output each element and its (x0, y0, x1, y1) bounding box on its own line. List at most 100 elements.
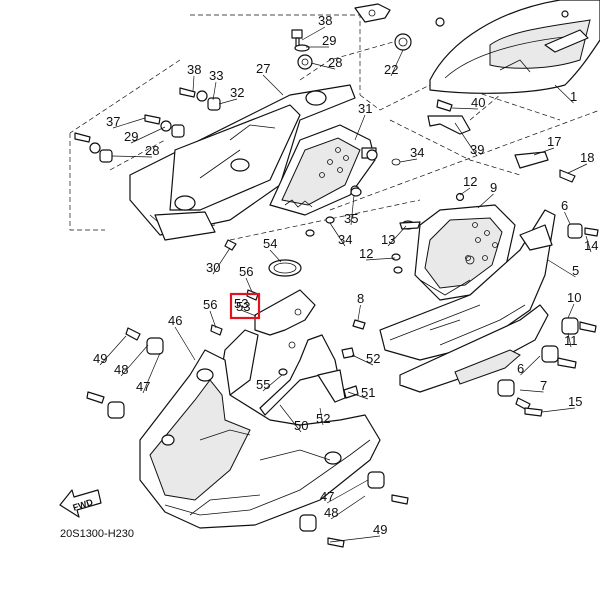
callout-50: 50 (294, 418, 308, 433)
callout-28: 28 (328, 55, 342, 70)
callout-49: 49 (373, 522, 387, 537)
callout-10: 10 (567, 290, 581, 305)
leader-line-38 (301, 26, 326, 41)
callout-37: 37 (106, 114, 120, 129)
leader-line-32 (218, 98, 238, 105)
callout-48: 48 (114, 362, 128, 377)
leader-line-50 (279, 404, 302, 433)
callout-47: 47 (320, 489, 334, 504)
leader-line-40 (451, 107, 479, 110)
callout-14: 14 (584, 238, 598, 253)
leader-line-56 (209, 310, 217, 329)
leader-line-30 (212, 247, 231, 275)
leader-line-9 (477, 193, 494, 209)
leader-line-47 (142, 352, 161, 394)
callout-53: 53 (234, 296, 248, 311)
callout-7: 7 (540, 378, 547, 393)
callout-22: 22 (384, 62, 398, 77)
leader-line-27 (262, 74, 284, 96)
callout-38: 38 (187, 62, 201, 77)
leader-line-34 (399, 158, 418, 163)
leader-line-6 (520, 355, 541, 376)
leader-line-13 (387, 225, 407, 247)
leader-line-8 (357, 304, 361, 321)
leader-line-15 (541, 407, 576, 413)
leader-line-7 (519, 389, 544, 393)
callout-39: 39 (470, 142, 484, 157)
leader-line-52 (351, 354, 374, 366)
callout-56: 56 (239, 264, 253, 279)
callout-27: 27 (256, 61, 270, 76)
leader-line-39 (454, 122, 478, 157)
leader-line-28 (310, 62, 336, 70)
side-cover-bracket (129, 84, 356, 241)
side-cowl-5 (379, 209, 556, 393)
callout-highlighted: 53 (236, 299, 250, 314)
leader-line-10 (567, 303, 575, 319)
leader-line-12 (459, 187, 471, 196)
callout-52: 52 (316, 411, 330, 426)
leader-line-52 (319, 407, 324, 426)
callout-55: 55 (256, 377, 270, 392)
leader-line-5 (547, 259, 576, 278)
leader-line-56 (245, 277, 253, 293)
callout-5: 5 (572, 263, 579, 278)
leader-line-1 (554, 84, 574, 104)
callout-29: 29 (322, 33, 336, 48)
leader-line-55 (262, 374, 283, 392)
leader-line-34 (329, 222, 346, 247)
callout-56: 56 (203, 297, 217, 312)
diagram-code: 20S1300-H230 (60, 528, 134, 540)
leader-line-6 (564, 211, 571, 225)
leader-line-49 (99, 335, 127, 366)
highlight-box (229, 292, 261, 320)
callout-52: 52 (366, 351, 380, 366)
callout-29: 29 (124, 129, 138, 144)
callout-6: 6 (561, 198, 568, 213)
callout-47: 47 (136, 379, 150, 394)
leader-line-28 (111, 155, 153, 158)
callout-35: 35 (344, 211, 358, 226)
callout-33: 33 (209, 68, 223, 83)
leader-line-35 (350, 194, 355, 226)
callout-9: 9 (490, 180, 497, 195)
leader-line-18 (567, 163, 588, 174)
callout-54: 54 (263, 236, 277, 251)
rear-inner-panel (269, 124, 401, 216)
callout-38: 38 (318, 13, 332, 28)
callout-15: 15 (568, 394, 582, 409)
leader-line-53 (240, 309, 257, 317)
lower-cowl-46 (139, 349, 381, 529)
left-grommets (86, 327, 164, 419)
callout-12: 12 (463, 174, 477, 189)
leader-line-49 (329, 535, 381, 543)
callout-48: 48 (324, 505, 338, 520)
callout-32: 32 (230, 85, 244, 100)
lower-cowl-brackets (219, 289, 359, 416)
callout-6: 6 (517, 361, 524, 376)
leader-line-31 (354, 114, 366, 141)
leader-line-54 (269, 249, 282, 263)
bottom-grommets (299, 471, 409, 548)
band-and-bolts (210, 259, 302, 376)
leader-line-46 (174, 326, 196, 361)
leader-line-22 (390, 49, 404, 77)
leader-line-48 (120, 344, 149, 377)
dashed-guides (69, 14, 600, 241)
front-side-panel (429, 0, 600, 94)
leader-line-12 (365, 257, 396, 261)
callout-18: 18 (580, 150, 594, 165)
leader-line-29 (130, 126, 166, 144)
callout-11: 11 (564, 333, 578, 348)
leader-line-37 (112, 117, 146, 129)
leader-line-11 (567, 332, 572, 348)
leader-line-33 (212, 81, 217, 101)
callout-1: 1 (570, 89, 577, 104)
leader-line-48 (330, 495, 366, 520)
callout-8: 8 (357, 291, 364, 306)
callout-34: 34 (338, 232, 352, 247)
callout-28: 28 (145, 143, 159, 158)
callout-34: 34 (410, 145, 424, 160)
